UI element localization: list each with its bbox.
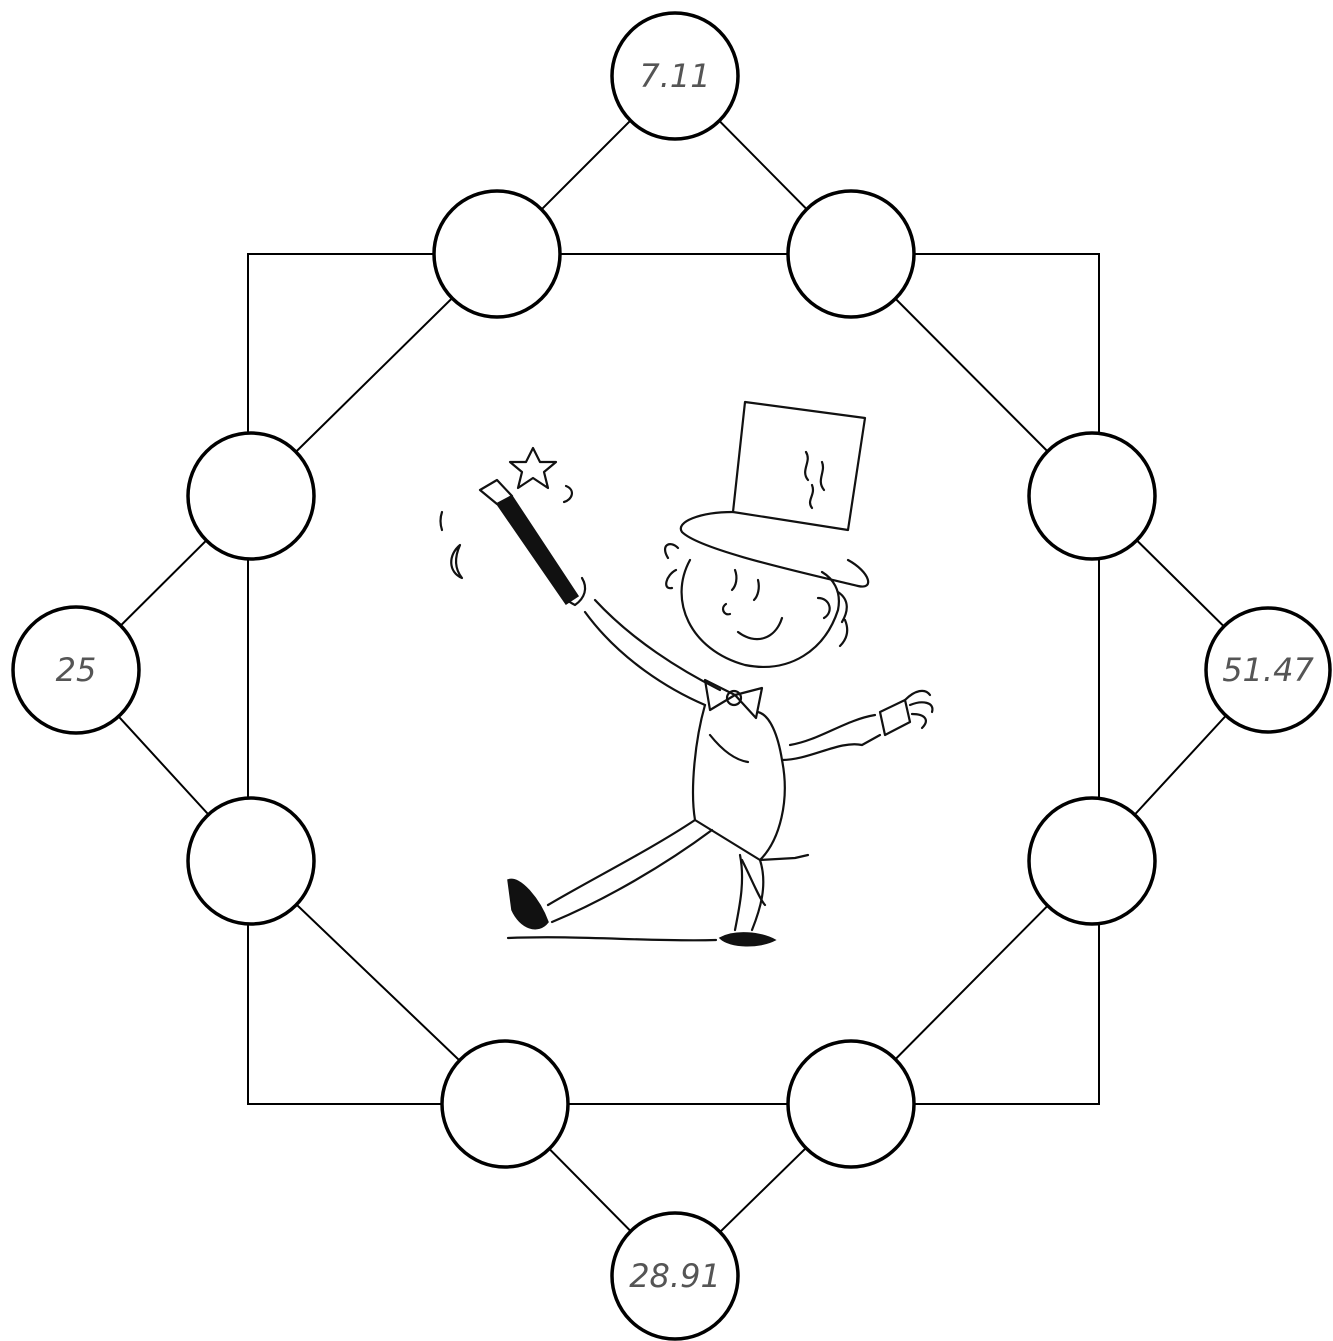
node-left-upper[interactable] xyxy=(188,433,314,559)
node-bottom[interactable]: 28.91 xyxy=(612,1213,738,1339)
node-left-label: 25 xyxy=(56,651,97,689)
node-bottom-label: 28.91 xyxy=(629,1257,721,1295)
node-left[interactable]: 25 xyxy=(13,607,139,733)
node-top-label: 7.11 xyxy=(639,57,710,95)
node-right[interactable]: 51.47 xyxy=(1206,608,1330,732)
diamond-edges xyxy=(76,76,1268,1276)
node-upper-right[interactable] xyxy=(788,191,914,317)
node-right-lower[interactable] xyxy=(1029,798,1155,924)
node-lower-left[interactable] xyxy=(442,1041,568,1167)
node-lower-right[interactable] xyxy=(788,1041,914,1167)
node-left-lower[interactable] xyxy=(188,798,314,924)
magician-icon xyxy=(441,402,933,946)
square-frame xyxy=(248,254,1099,1104)
node-upper-left[interactable] xyxy=(434,191,560,317)
node-top[interactable]: 7.11 xyxy=(612,13,738,139)
node-right-label: 51.47 xyxy=(1222,651,1314,689)
node-right-upper[interactable] xyxy=(1029,433,1155,559)
